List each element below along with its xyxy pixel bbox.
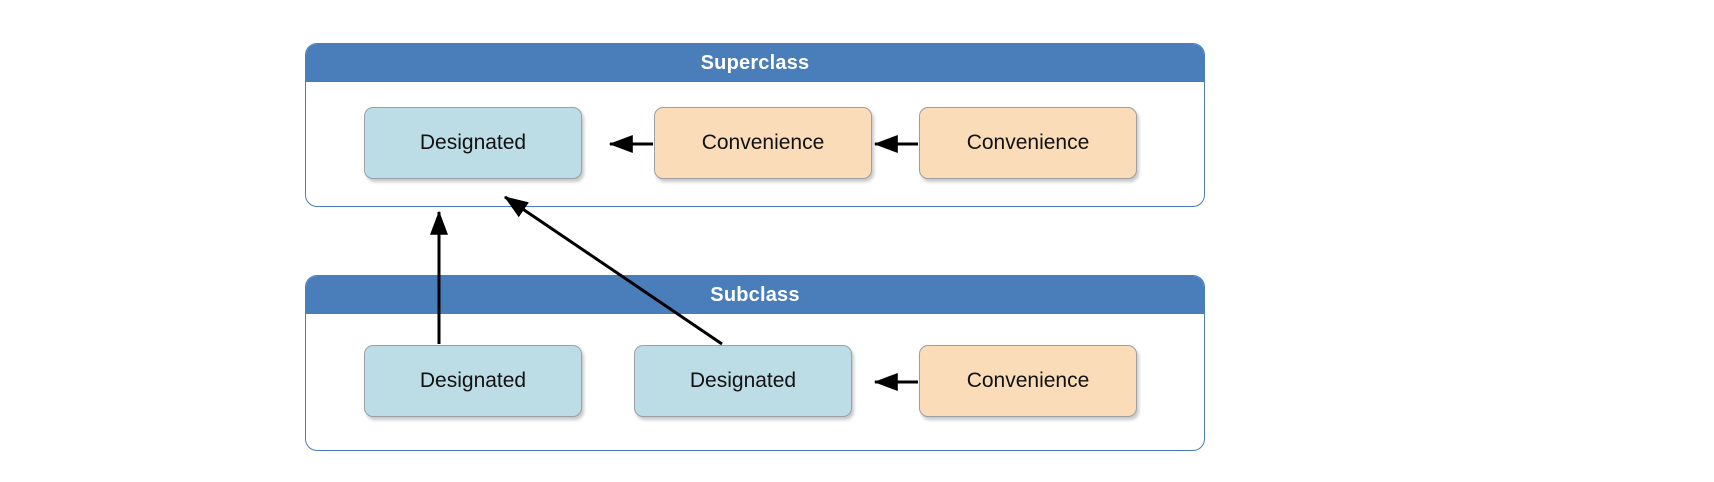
group-subclass: Subclass Designated Designated Convenien… — [305, 275, 1205, 451]
node-label: Convenience — [701, 131, 825, 154]
node-superclass-convenience-2[interactable]: Convenience — [919, 107, 1137, 179]
node-label: Convenience — [966, 369, 1090, 392]
node-subclass-designated-1[interactable]: Designated — [364, 345, 582, 417]
group-superclass-header: Superclass — [306, 44, 1204, 82]
node-label: Designated — [419, 369, 527, 392]
node-superclass-convenience-1[interactable]: Convenience — [654, 107, 872, 179]
group-subclass-header: Subclass — [306, 276, 1204, 314]
node-label: Convenience — [966, 131, 1090, 154]
group-superclass-body: Designated Convenience Convenience — [306, 82, 1204, 206]
group-subclass-body: Designated Designated Convenience — [306, 314, 1204, 450]
node-label: Designated — [419, 131, 527, 154]
node-label: Designated — [689, 369, 797, 392]
group-superclass: Superclass Designated Convenience Conven… — [305, 43, 1205, 207]
node-subclass-convenience-1[interactable]: Convenience — [919, 345, 1137, 417]
node-subclass-designated-2[interactable]: Designated — [634, 345, 852, 417]
node-superclass-designated[interactable]: Designated — [364, 107, 582, 179]
